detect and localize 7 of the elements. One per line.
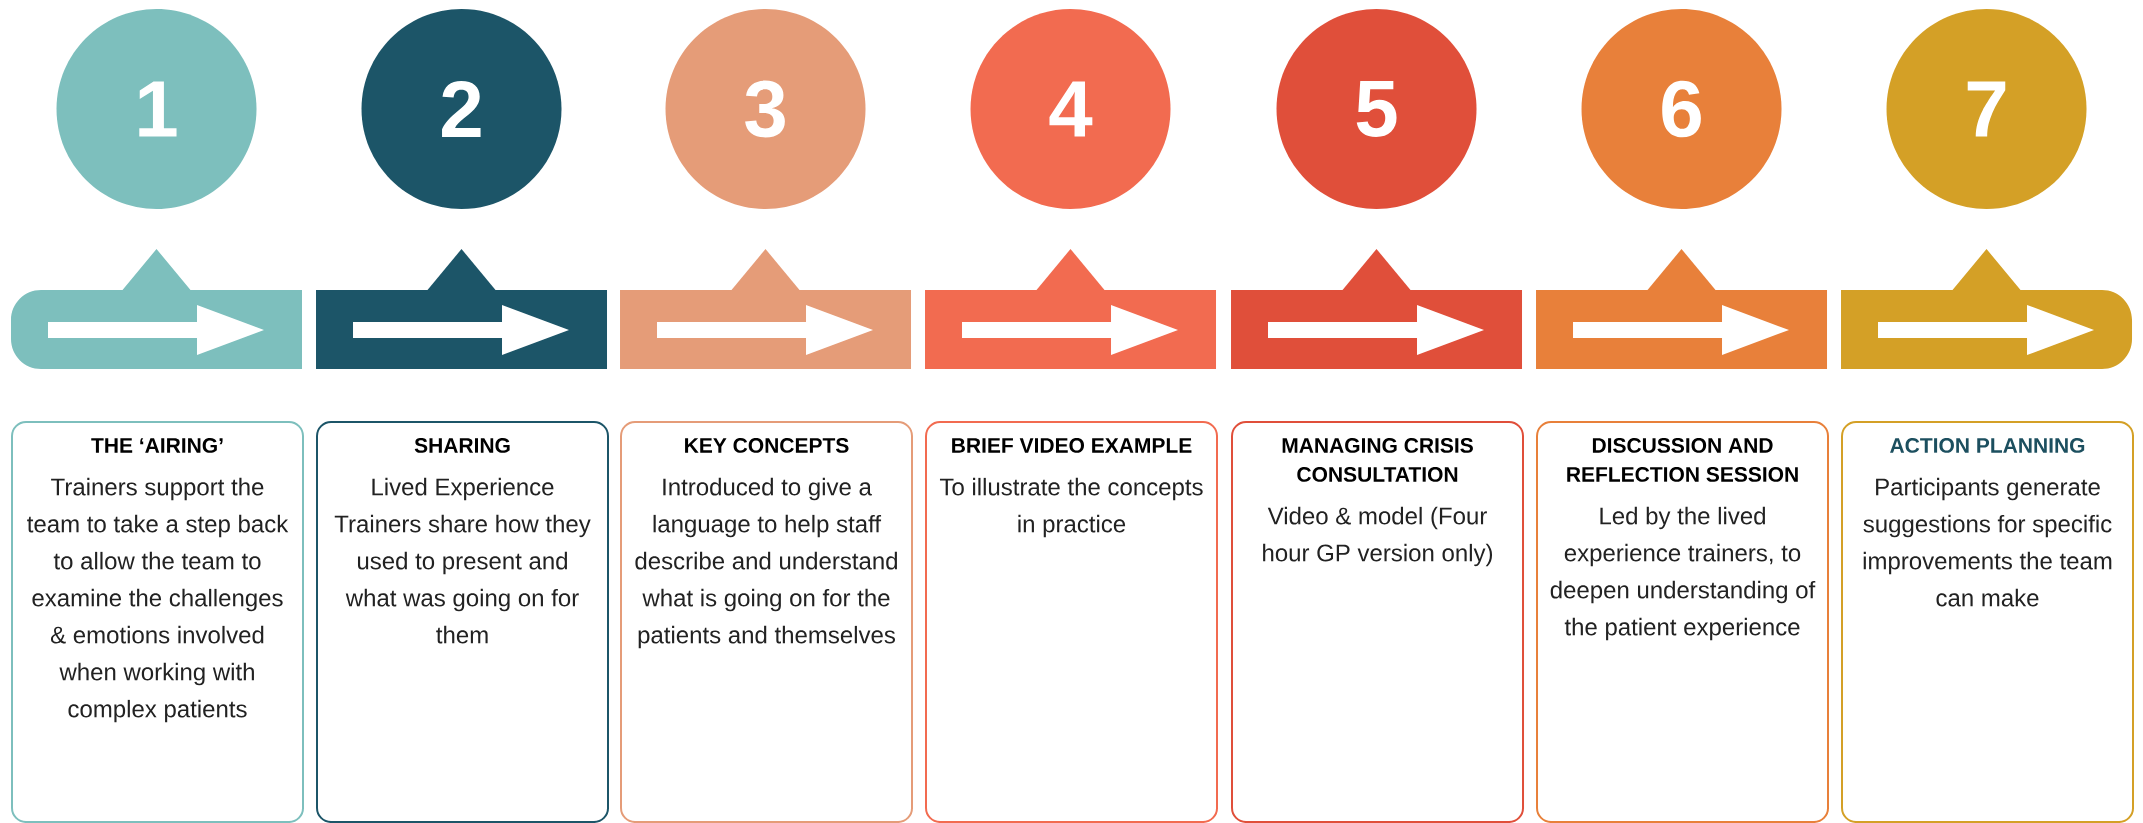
step-card: THE ‘AIRING’ Trainers support the team to take a step back to allow the team to examine the challenges & emotions involved when working with complex patients (11, 421, 304, 823)
step-card: DISCUSSION AND REFLECTION SESSION Led by the lived experience trainers, to deepen understanding of the patient experience (1536, 421, 1829, 823)
step-card: MANAGING CRISIS CONSULTATION Video & model (Four hour GP version only) (1231, 421, 1524, 823)
step-card: KEY CONCEPTS Introduced to give a language to help staff describe and understand what is going on for the patients and themselves (620, 421, 913, 823)
step-card: ACTION PLANNING Participants generate suggestions for specific improvements the team can make (1841, 421, 2134, 823)
step-card: SHARING Lived Experience Trainers share how they used to present and what was going on for them (316, 421, 609, 823)
step-card: BRIEF VIDEO EXAMPLE To illustrate the concepts in practice (925, 421, 1218, 823)
